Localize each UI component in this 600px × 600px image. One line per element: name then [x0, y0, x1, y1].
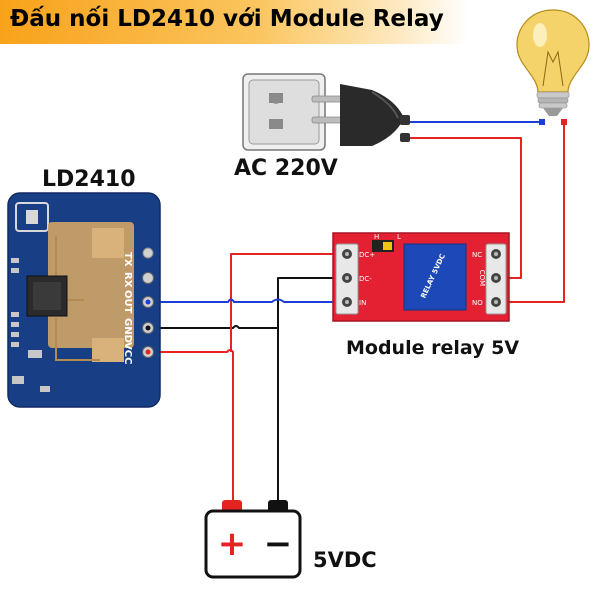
wire-dc-minus-black — [277, 277, 336, 328]
battery-negative-symbol: − — [264, 524, 293, 564]
relay-pin-label: DC+ — [359, 251, 375, 259]
wire-dc-plus-red — [230, 253, 336, 352]
sensor-pin-label: GND — [122, 318, 133, 343]
wire-vcc-red — [150, 349, 234, 502]
bulb-terminal-blue — [539, 119, 545, 125]
wire-out-in-blue — [150, 298, 336, 303]
battery-label: 5VDC — [313, 548, 377, 572]
relay-jumper-label: H — [374, 233, 379, 241]
relay-pin-label: NC — [472, 251, 482, 259]
sensor-pin-label: TX — [122, 252, 133, 267]
page-title: Đấu nối LD2410 với Module Relay — [10, 6, 444, 32]
sensor-label: LD2410 — [42, 167, 136, 192]
relay-module: DC+ DC- IN H L RELAY 5VDC NC COM NO — [332, 232, 510, 322]
battery-positive-symbol: + — [218, 524, 247, 564]
ac-socket-icon — [242, 73, 326, 151]
title-banner: Đấu nối LD2410 với Module Relay — [0, 0, 468, 44]
ac-source-label: AC 220V — [234, 156, 338, 181]
relay-jumper-label: L — [397, 233, 401, 241]
bulb-terminal-red — [561, 119, 567, 125]
relay-pin-label: IN — [359, 299, 366, 307]
sensor-pin-label: RX — [122, 272, 133, 288]
relay-pin-label: DC- — [359, 275, 372, 283]
sensor-pin-label: OUT — [122, 290, 133, 314]
relay-pin-label: NO — [472, 299, 483, 307]
relay-label: Module relay 5V — [346, 337, 520, 359]
sensor-pin-label: VCC — [122, 342, 133, 364]
wire-gnd-black — [150, 325, 279, 502]
battery-icon: + − — [204, 500, 302, 579]
ld2410-sensor-board: TX RX OUT GND VCC — [7, 192, 161, 408]
light-bulb-icon — [516, 9, 590, 116]
wire-no-red — [496, 122, 565, 303]
plug-icon — [311, 84, 410, 146]
relay-pin-label: COM — [478, 270, 486, 286]
